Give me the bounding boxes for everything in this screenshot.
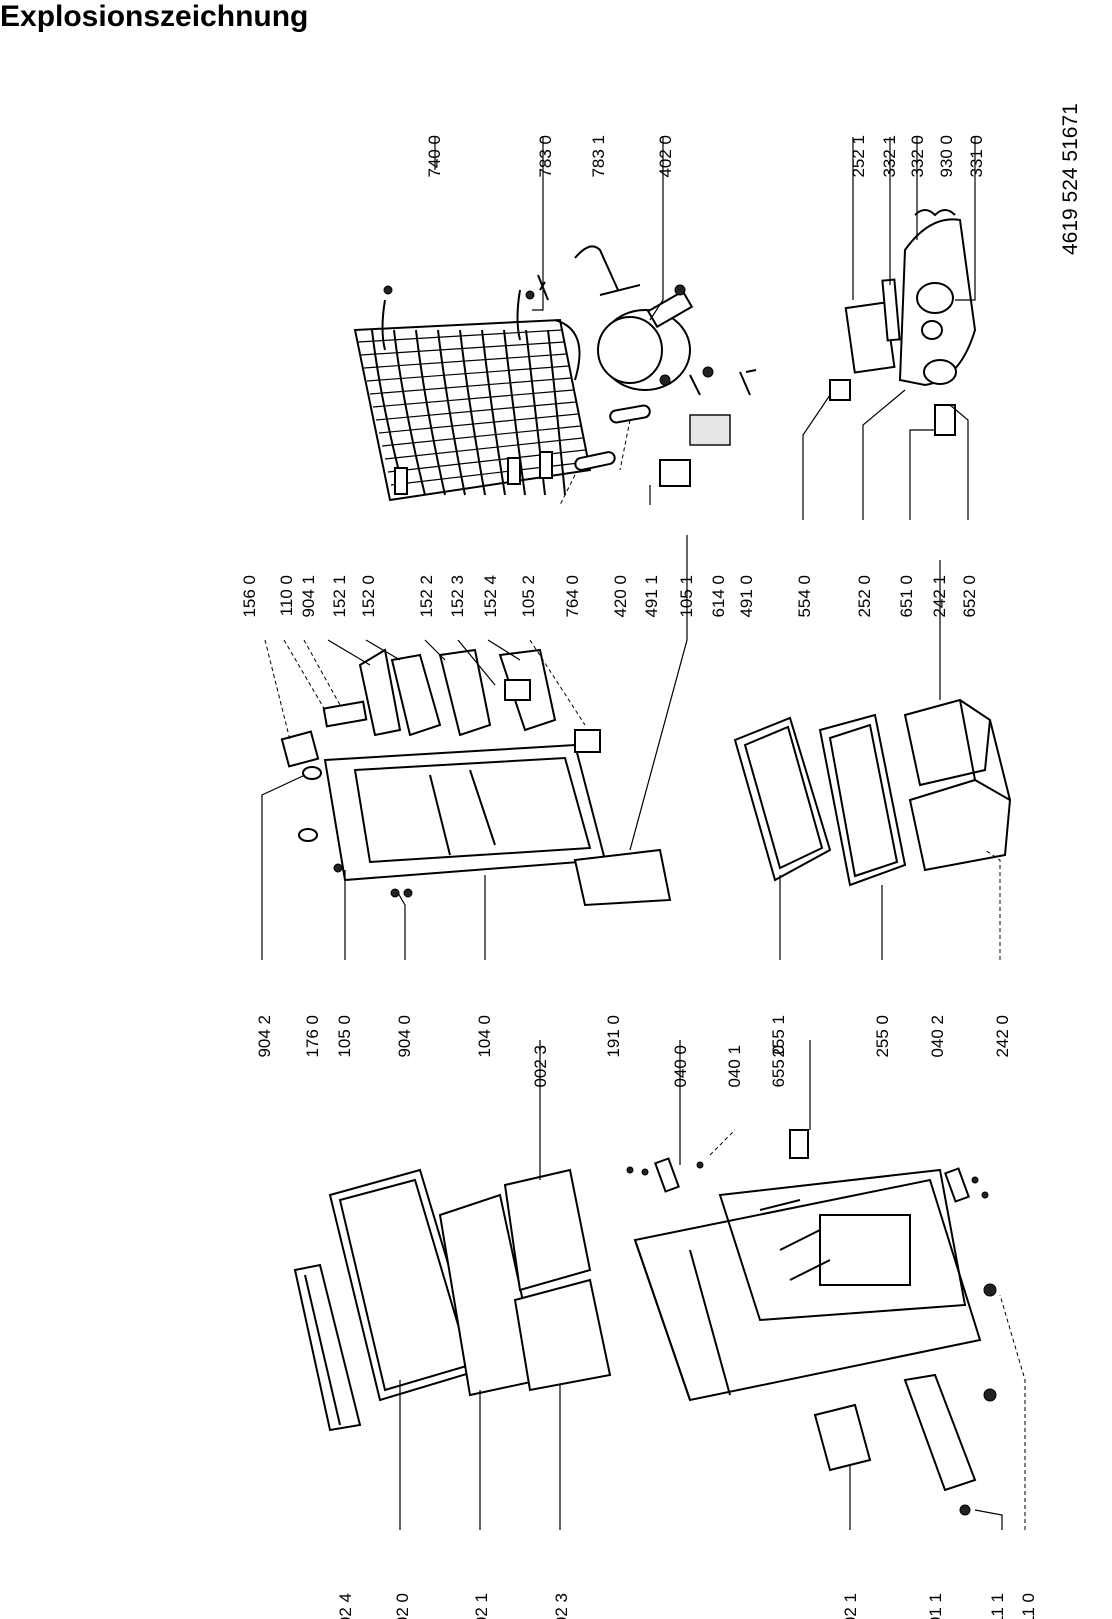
part-label: 255 1 [769, 1015, 788, 1058]
hinges [626, 1129, 989, 1203]
part-label: 002 4 [336, 1593, 355, 1619]
part-label: 011 0 [1019, 1593, 1038, 1619]
cabinet [633, 1168, 982, 1402]
part-label: 152 1 [330, 575, 349, 618]
condenser-wire [381, 425, 581, 447]
part-label: 040 2 [928, 1015, 947, 1058]
part-label: 002 0 [393, 1593, 412, 1619]
condenser-tube [437, 329, 466, 496]
condenser-tube [547, 329, 566, 496]
condenser-grid [353, 289, 592, 502]
part-label: 652 0 [960, 575, 979, 618]
part-label: 152 0 [359, 575, 378, 618]
condenser-wire [357, 329, 563, 343]
part-label: 002 1 [472, 1593, 491, 1619]
part-label: 402 1 [841, 1593, 860, 1619]
part-label: 252 0 [855, 575, 874, 618]
condenser-tube [481, 329, 506, 496]
base-rail [813, 1283, 997, 1516]
part-label: 255 0 [873, 1015, 892, 1058]
part-label: 651 0 [897, 575, 916, 618]
condenser-tube [459, 329, 486, 496]
part-label: 242 1 [930, 575, 949, 618]
condenser-wire [372, 389, 574, 408]
part-label: 040 1 [725, 1045, 744, 1088]
part-number-labels: 740 0 783 0 783 1 402 0 252 1 332 1 332 0 930 0… [240, 135, 1038, 1619]
part-label: 001 1 [926, 1593, 945, 1619]
part-label: 105 0 [335, 1015, 354, 1058]
part-label: 904 1 [299, 575, 318, 618]
document-number: 4619 524 51671 [1059, 103, 1082, 255]
part-label: 110 0 [277, 575, 296, 616]
tubes [383, 245, 619, 301]
condenser-tube [415, 329, 446, 496]
part-label: 332 0 [908, 135, 927, 178]
glass-shelves [733, 713, 907, 887]
part-label: 331 0 [967, 135, 986, 178]
part-label: 420 0 [611, 575, 630, 618]
part-label: 105 1 [677, 575, 696, 618]
compressor-small-parts [574, 369, 757, 487]
part-label: 655 0 [769, 1045, 788, 1088]
part-label: 783 0 [536, 135, 555, 178]
condenser-tube [393, 329, 426, 496]
condenser-wire [384, 437, 583, 460]
part-label: 740 0 [425, 135, 444, 178]
part-label: 904 0 [395, 1015, 414, 1058]
condenser-wire [375, 401, 576, 421]
condenser-tube [503, 329, 526, 496]
part-label: 104 0 [475, 1015, 494, 1058]
part-label: 011 1 [988, 1593, 1007, 1619]
part-label: 156 0 [240, 575, 259, 618]
part-label: 002 3 [531, 1045, 550, 1088]
part-label: 176 0 [303, 1015, 322, 1058]
leader-lines [261, 137, 1026, 1530]
crisper-drawers [903, 698, 1012, 872]
part-label: 105 2 [519, 575, 538, 618]
part-label: 152 2 [417, 575, 436, 618]
door [280, 700, 672, 907]
part-label: 191 0 [604, 1015, 623, 1058]
thermostat-housing [829, 209, 977, 436]
part-label: 002 3 [552, 1593, 571, 1619]
part-label: 614 0 [709, 575, 728, 618]
part-label: 152 3 [448, 575, 467, 618]
condenser-wire [369, 377, 572, 395]
door-shelves [358, 648, 557, 737]
part-label: 402 0 [656, 135, 675, 178]
condenser-wire [390, 461, 588, 486]
page-title: Explosionszeichnung [0, 0, 309, 33]
part-label: 040 0 [671, 1045, 690, 1088]
part-label: 242 0 [993, 1015, 1012, 1058]
part-label: 332 1 [880, 135, 899, 178]
part-label: 783 1 [589, 135, 608, 178]
condenser-wire [378, 413, 579, 434]
condenser-wire [366, 365, 569, 382]
part-label: 764 0 [563, 575, 582, 618]
part-label: 554 0 [795, 575, 814, 618]
top-cover [293, 1168, 612, 1432]
part-label: 152 4 [481, 575, 500, 618]
part-label: 904 2 [255, 1015, 274, 1058]
compressor [597, 284, 714, 396]
part-label: 491 0 [737, 575, 756, 618]
part-label: 491 1 [642, 575, 661, 618]
condenser-wire [363, 353, 567, 369]
condenser-wire [360, 341, 565, 356]
part-label: 252 1 [849, 135, 868, 178]
part-label: 930 0 [937, 135, 956, 178]
